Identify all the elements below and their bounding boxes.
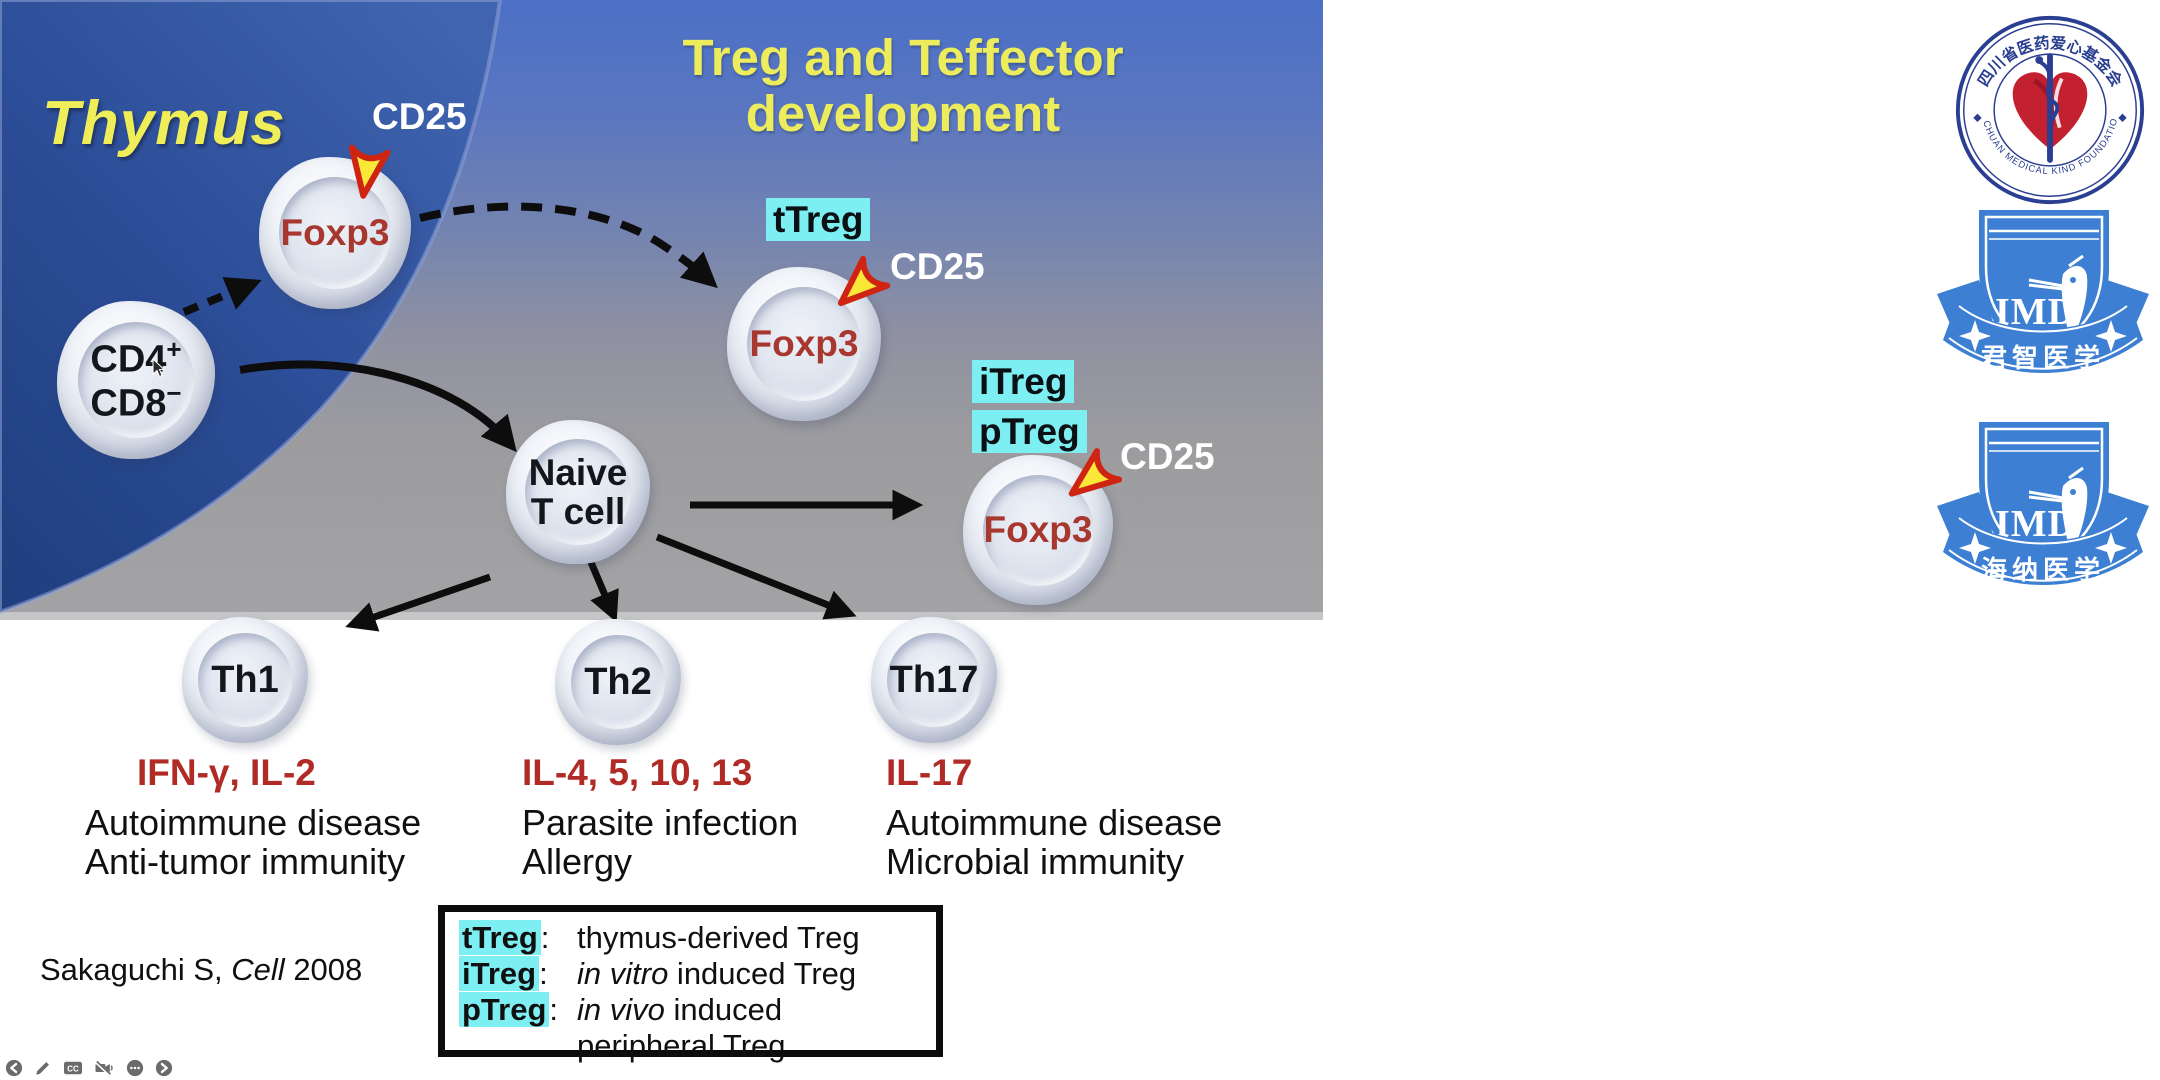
imd-ribbon: 海纳医学 xyxy=(1937,492,2149,585)
legend-def-ptreg: in vivo induced peripheral Treg xyxy=(577,992,922,1064)
th17-role-1: Autoimmune disease xyxy=(886,802,1223,843)
ribbon-star-right xyxy=(2095,532,2127,564)
ribbon-star-right xyxy=(2095,320,2127,352)
ttreg-tag: tTreg xyxy=(766,198,871,242)
legend-row-ptreg: pTreg: in vivo induced peripheral Treg xyxy=(459,992,922,1064)
th1-cytokines: IFN-γ, IL-2 xyxy=(137,752,316,793)
th2-cytokines: IL-4, 5, 10, 13 xyxy=(522,752,753,793)
ribbon-star-left xyxy=(1959,320,1991,352)
cell-naive: Naive T cell xyxy=(506,420,650,564)
th1-role-1: Autoimmune disease xyxy=(85,802,422,843)
imd-junzhi-logo: IMD 君智医学 xyxy=(1937,210,2149,373)
naive-label: Naive T cell xyxy=(529,453,628,531)
cd25-label: CD25 xyxy=(372,96,467,137)
slide-title: Treg and Teffector development xyxy=(623,29,1183,143)
imd-haina-logo: IMD 海纳医学 xyxy=(1937,422,2149,585)
cd8-text: CD8 xyxy=(90,382,167,425)
th17-cytokines: IL-17 xyxy=(886,752,973,793)
legend-def-ttreg: thymus-derived Treg xyxy=(577,920,860,956)
legend-def-rest: induced peripheral Treg xyxy=(577,992,786,1063)
citation: Sakaguchi S, Cell 2008 xyxy=(40,952,362,988)
th1-label: Th1 xyxy=(211,658,279,701)
th17-label: Th17 xyxy=(889,658,979,701)
legend-def-itreg: in vitro induced Treg xyxy=(577,956,856,992)
seal-snake-head xyxy=(2035,56,2044,64)
cell-th1: Th1 xyxy=(182,617,308,743)
legend-term-wrap: tTreg: xyxy=(459,920,577,956)
cd25-label: CD25 xyxy=(890,246,985,287)
th17-role-2: Microbial immunity xyxy=(886,841,1185,882)
slide-title-line1: Treg and Teffector xyxy=(682,29,1124,86)
th2-column: IL-4, 5, 10, 13 Parasite infection Aller… xyxy=(522,752,798,881)
legend-colon: : xyxy=(540,920,550,955)
citation-pre: Sakaguchi S, xyxy=(40,952,232,987)
th2-role-1: Parasite infection xyxy=(522,802,799,843)
legend-def-italic: in vitro xyxy=(577,956,669,991)
itreg-tag: iTreg xyxy=(972,360,1075,404)
pencil-icon[interactable] xyxy=(34,1059,52,1077)
cd8-sup: − xyxy=(166,378,182,408)
cd25-receptor-icon xyxy=(348,144,391,199)
slide-title-line2: development xyxy=(745,85,1061,143)
imd-bird-icon xyxy=(2028,466,2088,554)
legend-def-rest: thymus-derived Treg xyxy=(577,920,860,955)
imd-ribbon: 君智医学 xyxy=(1937,280,2149,373)
naive-line1: Naive xyxy=(528,451,628,493)
treg-legend-box: tTreg: thymus-derived Treg iTreg: in vit… xyxy=(438,905,943,1063)
cell-th2: Th2 xyxy=(555,619,681,745)
th17-column: IL-17 Autoimmune disease Microbial immun… xyxy=(886,752,1222,881)
foundation-seal-logo: 四川省医药爱心基金会 SICHUAN MEDICAL KIND FOUNDATI… xyxy=(1952,12,2145,205)
foxp3-label: Foxp3 xyxy=(280,212,390,254)
cd4-sup: + xyxy=(166,334,182,365)
legend-term-wrap: pTreg: xyxy=(459,992,577,1028)
cd25-receptor-icon xyxy=(1068,448,1123,497)
seal-diamond-left xyxy=(1973,113,1982,122)
seal-snake xyxy=(2037,59,2060,135)
imd-name-cn: 君智医学 xyxy=(1981,343,2105,373)
forward-icon[interactable] xyxy=(155,1059,173,1077)
thymocyte-label: CD4+ CD8− xyxy=(90,334,182,425)
seal-diamond-right xyxy=(2118,113,2127,122)
legend-def-italic: in vivo xyxy=(577,992,665,1027)
back-icon[interactable] xyxy=(5,1059,23,1077)
imd-bird-icon xyxy=(2028,254,2088,342)
citation-year: 2008 xyxy=(284,952,363,987)
legend-colon: : xyxy=(549,992,559,1027)
more-options-icon[interactable] xyxy=(126,1059,144,1077)
legend-row-ttreg: tTreg: thymus-derived Treg xyxy=(459,920,922,956)
ribbon-star-left xyxy=(1959,532,1991,564)
camera-off-icon[interactable] xyxy=(94,1059,115,1077)
th2-role-2: Allergy xyxy=(522,841,633,882)
th1-column: IFN-γ, IL-2 Autoimmune disease Anti-tumo… xyxy=(85,752,421,881)
legend-term-itreg: iTreg xyxy=(459,956,540,991)
mouse-cursor xyxy=(152,358,166,378)
player-toolbar: CC xyxy=(5,1059,173,1077)
closed-captions-icon[interactable]: CC xyxy=(63,1059,83,1077)
thymus-label: Thymus xyxy=(42,89,286,158)
cd25-label: CD25 xyxy=(1120,436,1215,477)
legend-row-itreg: iTreg: in vitro induced Treg xyxy=(459,956,922,992)
foxp3-label: Foxp3 xyxy=(983,509,1093,551)
legend-def-rest: induced Treg xyxy=(668,956,857,991)
citation-journal: Cell xyxy=(231,952,285,987)
naive-line2: T cell xyxy=(530,491,626,532)
foxp3-label: Foxp3 xyxy=(749,323,859,365)
th1-role-2: Anti-tumor immunity xyxy=(85,841,406,882)
legend-term-wrap: iTreg: xyxy=(459,956,577,992)
th2-label: Th2 xyxy=(584,660,652,703)
legend-term-ttreg: tTreg xyxy=(459,920,541,955)
legend-term-ptreg: pTreg xyxy=(459,992,550,1027)
imd-name-cn: 海纳医学 xyxy=(1981,555,2105,585)
ptreg-tag: pTreg xyxy=(972,410,1087,454)
legend-colon: : xyxy=(539,956,548,991)
svg-text:CC: CC xyxy=(67,1065,79,1074)
cd25-receptor-icon xyxy=(837,255,891,307)
cell-th17: Th17 xyxy=(871,617,997,743)
